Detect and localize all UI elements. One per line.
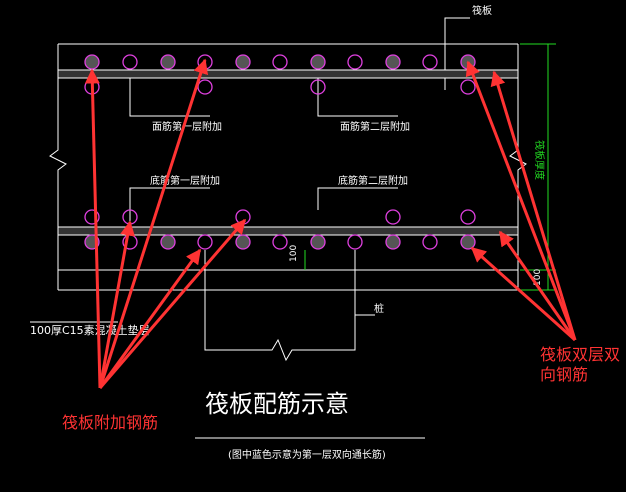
- bottom-lower-rebar: [460, 234, 476, 250]
- bottom-lower-rebar: [197, 234, 213, 250]
- pile-label: 桩: [374, 302, 384, 315]
- top-longitudinal-bar: [57, 69, 519, 79]
- bottom-upper-rebar: [460, 209, 476, 225]
- bottom-lower-rebar: [422, 234, 438, 250]
- left-break-line: [49, 44, 67, 290]
- top-upper-rebar: [385, 54, 401, 70]
- top-upper-rebar: [347, 54, 363, 70]
- diagram-subtitle: (图中蓝色示意为第一层双向通长筋): [228, 448, 386, 461]
- arrow-right-1: [465, 60, 577, 341]
- bottom-lower-rebar: [385, 234, 401, 250]
- bottom-lower-rebar: [347, 234, 363, 250]
- callout-arrows: [84, 58, 577, 389]
- slab-lines: [30, 17, 527, 439]
- top-upper-rebar: [84, 54, 100, 70]
- label-top-first-extra: 面筋第一层附加: [152, 120, 222, 133]
- leader-top-second: [317, 78, 398, 117]
- top-upper-rebar: [235, 54, 251, 70]
- bottom-lower-rebar: [235, 234, 251, 250]
- top-lower-rebar: [310, 79, 326, 95]
- label-bottom-first-extra: 底筋第一层附加: [150, 174, 220, 187]
- bottom-lower-rebar: [160, 234, 176, 250]
- dim-100-right: 100: [533, 269, 543, 286]
- callout-right-line2: 向钢筋: [540, 365, 588, 384]
- callout-left: 筏板附加钢筋: [62, 413, 158, 432]
- longitudinal-bars: [57, 69, 519, 236]
- raft-edge-label: 筏板: [472, 4, 492, 17]
- top-lower-rebar: [460, 79, 476, 95]
- top-upper-rebar: [272, 54, 288, 70]
- arrow-left-3: [98, 58, 209, 389]
- arrow-right-2: [490, 70, 577, 341]
- bottom-upper-rebar: [84, 209, 100, 225]
- leader-top-first: [129, 72, 210, 117]
- bottom-lower-rebar: [310, 234, 326, 250]
- top-upper-rebar: [122, 54, 138, 70]
- top-lower-rebar: [197, 79, 213, 95]
- diagram-title: 筏板配筋示意: [205, 390, 349, 418]
- arrow-left-2: [98, 220, 135, 389]
- bottom-upper-rebar: [385, 209, 401, 225]
- arrow-left-4: [98, 248, 202, 389]
- label-top-second-extra: 面筋第二层附加: [340, 120, 410, 133]
- bottom-longitudinal-bar: [57, 226, 519, 236]
- callout-right-line1: 筏板双层双: [540, 345, 620, 364]
- top-upper-rebar: [422, 54, 438, 70]
- top-upper-rebar: [160, 54, 176, 70]
- arrow-left-5: [98, 218, 247, 389]
- top-upper-rebar: [310, 54, 326, 70]
- label-bottom-second-extra: 底筋第二层附加: [338, 174, 408, 187]
- thickness-label: 筏板厚度: [533, 140, 546, 180]
- pile-outline: [204, 250, 356, 362]
- leader-bottom-second: [317, 187, 398, 210]
- raft-edge-leader: [444, 17, 470, 90]
- leader-bottom-first: [129, 187, 210, 234]
- arrow-left-1: [84, 68, 102, 389]
- rebar-circles: [84, 54, 476, 250]
- bottom-lower-rebar: [272, 234, 288, 250]
- arrow-right-4: [470, 246, 576, 342]
- cushion-label: 100厚C15素混凝土垫层: [30, 323, 150, 337]
- arrow-right-3: [498, 230, 577, 341]
- dim-100-left: 100: [289, 245, 299, 262]
